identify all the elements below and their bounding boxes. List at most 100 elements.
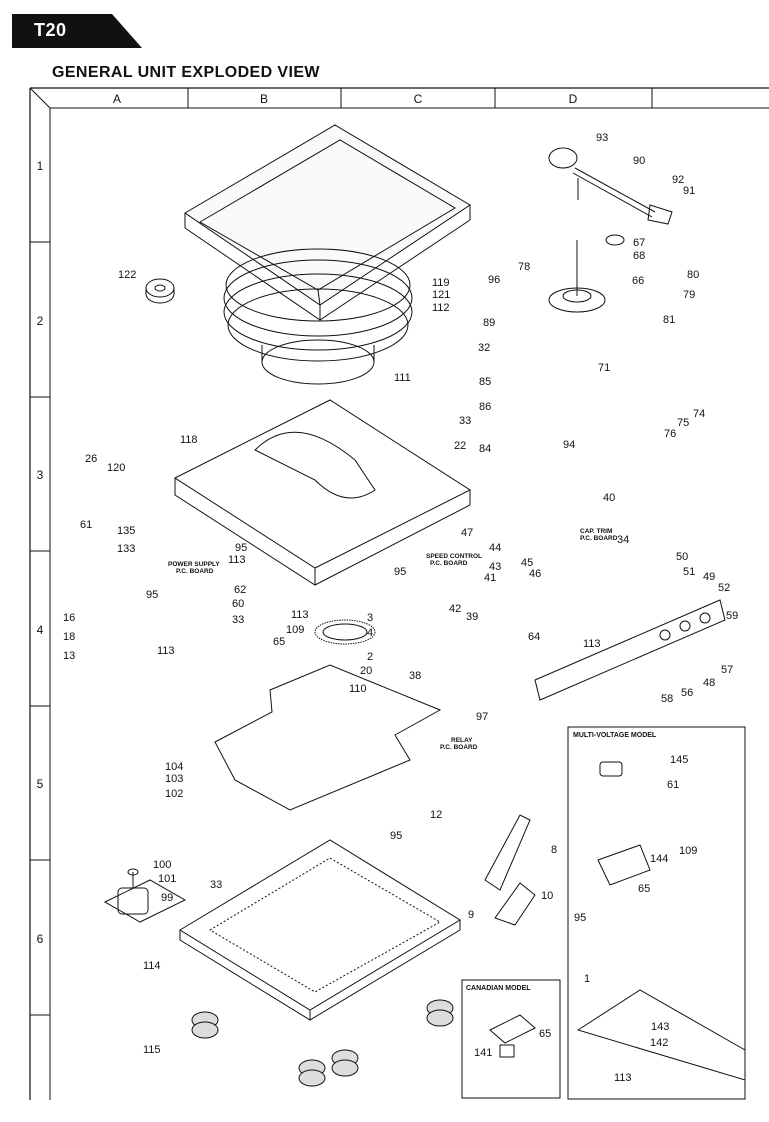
part-number-114: 114 (143, 960, 161, 972)
part-number-97: 97 (476, 711, 488, 723)
part-number-95-0: 95 (394, 566, 406, 578)
row-header-1: 1 (37, 159, 44, 173)
col-header-b: B (260, 92, 268, 106)
cueing-lever (484, 814, 536, 926)
canadian-inset: CANADIAN MODEL (461, 979, 561, 1099)
part-number-32: 32 (478, 342, 490, 354)
speed-control-label: SPEED CONTROL (426, 553, 482, 560)
part-number-64: 64 (528, 631, 540, 643)
part-number-40: 40 (603, 492, 615, 504)
col-header-d: D (569, 92, 578, 106)
part-number-145: 145 (670, 754, 688, 766)
part-number-113-3: 113 (583, 638, 601, 650)
speed-gear (314, 619, 376, 645)
power-supply-label: POWER SUPPLY (168, 561, 220, 568)
part-number-95-12: 95 (574, 912, 586, 924)
part-number-34: 34 (617, 534, 629, 546)
part-number-46: 46 (529, 568, 541, 580)
part-number-62: 62 (234, 584, 246, 596)
part-number-89: 89 (483, 317, 495, 329)
part-number-41: 41 (484, 572, 496, 584)
part-number-113-13: 113 (614, 1072, 632, 1084)
part-number-60: 60 (232, 598, 244, 610)
part-number-86: 86 (479, 401, 491, 413)
part-number-50: 50 (676, 551, 688, 563)
part-number-16: 16 (63, 612, 75, 624)
motor (103, 868, 187, 923)
grid-frame (29, 87, 769, 1100)
bottom-chassis (179, 839, 461, 1021)
part-number-110: 110 (349, 683, 367, 695)
part-number-61: 61 (80, 519, 92, 531)
part-number-102: 102 (165, 788, 183, 800)
part-number-45: 45 (521, 557, 533, 569)
part-number-56: 56 (681, 687, 693, 699)
grid-headers: A B C D 1 2 3 4 5 6 (37, 92, 578, 946)
part-number-109: 109 (286, 624, 304, 636)
part-number-51: 51 (683, 566, 695, 578)
relay-label: RELAY (451, 737, 473, 744)
part-number-39: 39 (466, 611, 478, 623)
part-number-4: 4 (367, 627, 373, 639)
part-number-104: 104 (165, 761, 183, 773)
part-number-95-5: 95 (390, 830, 402, 842)
speed-control-label-2: P.C. BOARD (430, 560, 468, 567)
part-number-47: 47 (461, 527, 473, 539)
part-number-144: 144 (650, 853, 668, 865)
part-number-113: 113 (228, 554, 246, 566)
part-number-75: 75 (677, 417, 689, 429)
part-number-93: 93 (596, 132, 608, 144)
canadian-title: CANADIAN MODEL (466, 985, 531, 992)
part-number-101: 101 (158, 873, 176, 885)
feet (191, 999, 454, 1087)
part-number-44: 44 (489, 542, 501, 554)
part-number-38: 38 (409, 670, 421, 682)
part-number-142: 142 (650, 1037, 668, 1049)
part-number-103: 103 (165, 773, 183, 785)
platter (223, 248, 413, 385)
part-number-43: 43 (489, 561, 501, 573)
part-number-94: 94 (563, 439, 575, 451)
part-number-109-10: 109 (679, 845, 697, 857)
part-number-26: 26 (85, 453, 97, 465)
part-number-95: 95 (235, 542, 247, 554)
part-number-120: 120 (107, 462, 125, 474)
part-number-49: 49 (703, 571, 715, 583)
part-number-143: 143 (651, 1021, 669, 1033)
col-header-a: A (113, 92, 121, 106)
row-header-4: 4 (37, 623, 44, 637)
part-number-68: 68 (633, 250, 645, 262)
part-number-79: 79 (683, 289, 695, 301)
multi-voltage-inset: MULTI-VOLTAGE MODEL (567, 726, 746, 1100)
part-number-113-2: 113 (157, 645, 175, 657)
part-number-111: 111 (394, 372, 411, 384)
part-number-95-6: 95 (146, 589, 158, 601)
part-number-99: 99 (161, 892, 173, 904)
top-plate (173, 399, 472, 586)
part-number-96: 96 (488, 274, 500, 286)
part-number-84: 84 (479, 443, 491, 455)
part-number-22: 22 (454, 440, 466, 452)
tonearm-base (548, 234, 625, 313)
part-number-121: 121 (432, 289, 450, 301)
part-number-1: 1 (584, 973, 590, 985)
part-number-10: 10 (541, 890, 553, 902)
part-number-13: 13 (63, 650, 75, 662)
row-header-3: 3 (37, 468, 44, 482)
row-header-6: 6 (37, 932, 44, 946)
part-number-9: 9 (468, 909, 474, 921)
part-number-58: 58 (661, 693, 673, 705)
row-header-5: 5 (37, 777, 44, 791)
page-tag: T20 (12, 14, 142, 48)
part-number-18: 18 (63, 631, 75, 643)
part-number-135: 135 (117, 525, 135, 537)
cap-trim-label: CAP. TRIM (580, 528, 612, 535)
part-number-59: 59 (726, 610, 738, 622)
part-number-141: 141 (474, 1047, 492, 1059)
part-number-122: 122 (118, 269, 136, 281)
part-callouts: 1234891012131618202226323334383940414243… (63, 132, 738, 1084)
part-number-42: 42 (449, 603, 461, 615)
front-panel (534, 599, 726, 701)
part-number-115: 115 (143, 1044, 161, 1056)
part-number-48: 48 (703, 677, 715, 689)
